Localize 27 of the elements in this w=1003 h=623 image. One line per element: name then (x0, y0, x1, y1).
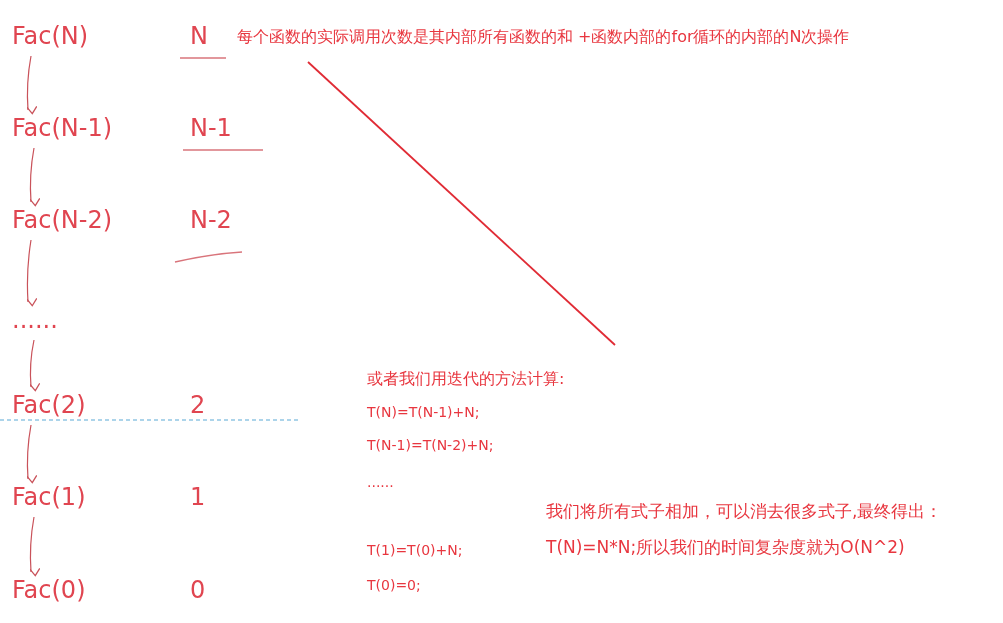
equation-text: T(0)=0; (367, 576, 421, 595)
function-call-text: ...... (12, 304, 58, 336)
count-text: N (190, 21, 208, 52)
arrow (29, 516, 41, 577)
note-text: 每个函数的实际调用次数是其内部所有函数的和 +函数内部的for循环的内部的N次操作 (237, 26, 850, 48)
function-call-text: Fac(N-2) (12, 204, 113, 236)
equation-text: T(N-1)=T(N-2)+N; (367, 436, 494, 455)
count-text: 0 (190, 575, 206, 606)
ellipsis-text: ...... (367, 473, 394, 492)
arrow (29, 147, 41, 207)
heading-text: 或者我们用迭代的方法计算: (367, 368, 565, 390)
arrow (26, 55, 38, 115)
equation-text: T(1)=T(0)+N; (367, 541, 463, 560)
count-text: 2 (190, 390, 206, 421)
conclusion-text: 我们将所有式子相加，可以消去很多式子,最终得出：T(N)=N*N;所以我们的时间复杂度就为O(N^2) (546, 500, 944, 559)
function-call-text: Fac(N) (12, 20, 89, 52)
arrow (26, 239, 38, 307)
count-text: 1 (190, 482, 206, 513)
count-text: N-2 (190, 205, 232, 236)
function-call-text: Fac(1) (12, 481, 86, 513)
arrow (26, 424, 38, 484)
function-call-text: Fac(2) (12, 389, 86, 421)
arrow (29, 339, 41, 392)
count-text: N-1 (190, 113, 232, 144)
function-call-text: Fac(N-1) (12, 112, 113, 144)
function-call-text: Fac(0) (12, 574, 86, 606)
equation-text: T(N)=T(N-1)+N; (367, 403, 480, 422)
